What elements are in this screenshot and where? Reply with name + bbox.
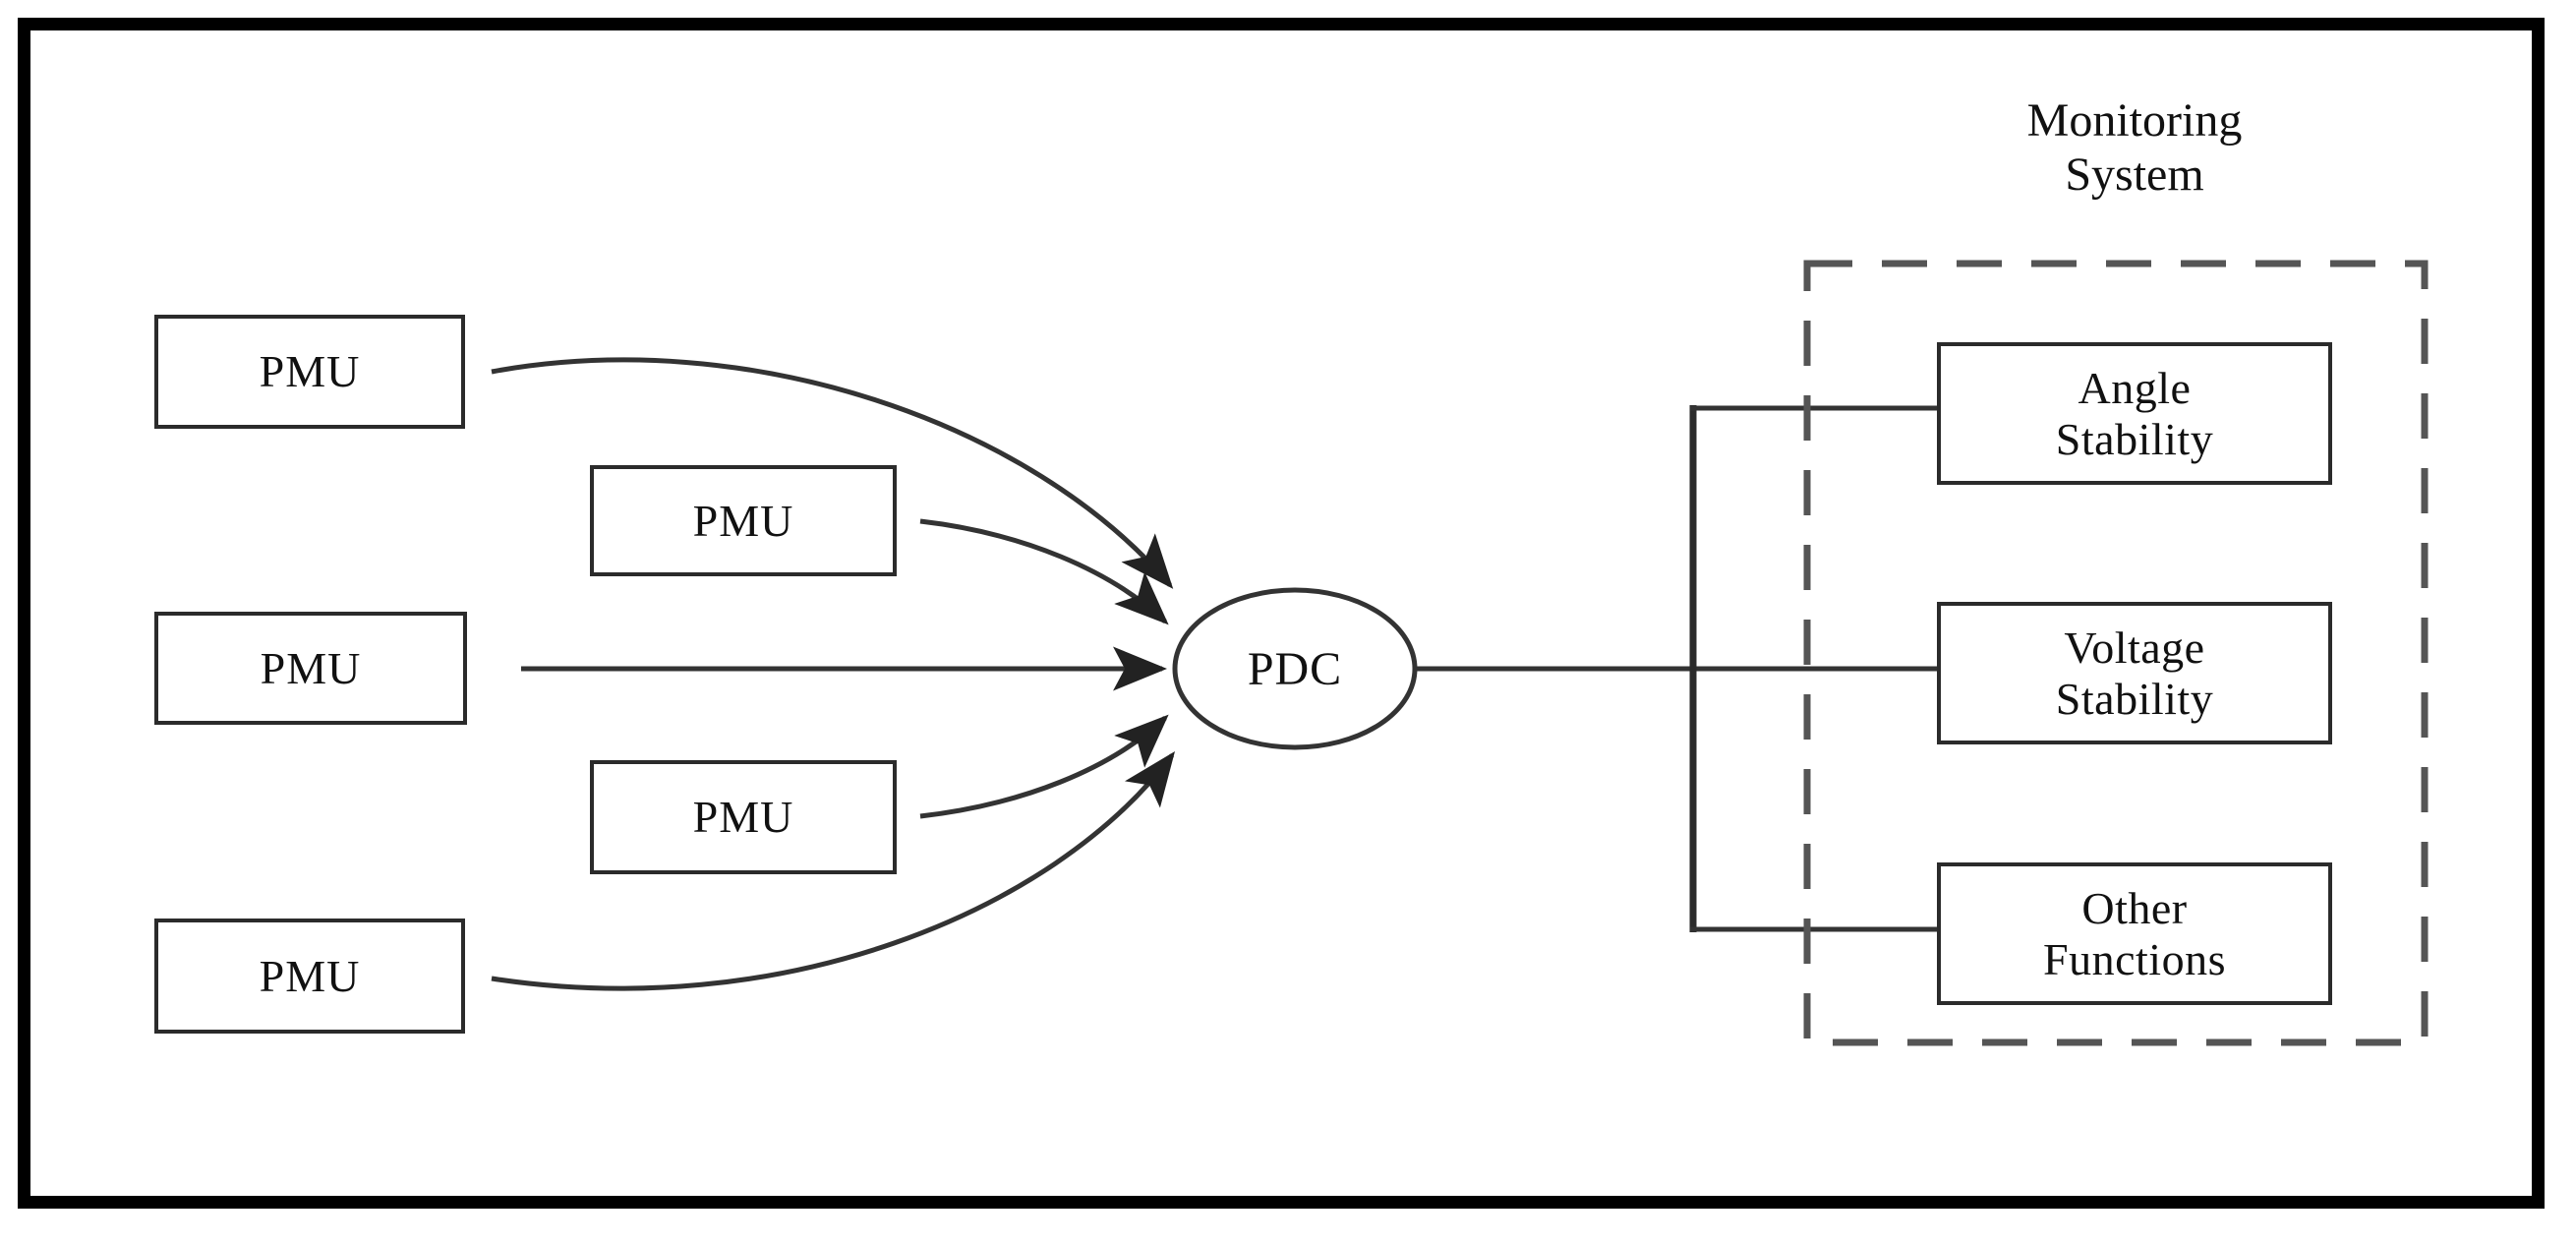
- function-node-3-line-2: Functions: [2043, 933, 2226, 984]
- pmu-node-4[interactable]: PMU: [590, 760, 897, 874]
- function-node-2-line-2: Stability: [2055, 673, 2214, 724]
- pmu-node-1[interactable]: PMU: [154, 315, 465, 429]
- function-node-other-functions[interactable]: Other Functions: [1937, 862, 2332, 1005]
- pmu-node-2[interactable]: PMU: [590, 465, 897, 576]
- function-node-2-line-1: Voltage: [2064, 622, 2205, 673]
- function-node-1-line-2: Stability: [2055, 413, 2214, 464]
- monitoring-system-title: Monitoring System: [1884, 94, 2385, 202]
- function-node-angle-stability[interactable]: Angle Stability: [1937, 342, 2332, 485]
- function-node-voltage-stability[interactable]: Voltage Stability: [1937, 602, 2332, 744]
- pdc-node-label: PDC: [1247, 642, 1343, 695]
- pmu-node-3[interactable]: PMU: [154, 612, 467, 725]
- monitoring-system-title-line-2: System: [2065, 148, 2204, 201]
- function-node-angle-stability-label: Angle Stability: [2056, 363, 2213, 464]
- pmu-node-2-label: PMU: [692, 495, 794, 546]
- edge-pmu1-to-pdc: [491, 357, 1174, 589]
- edge-pmu2-to-pdc: [919, 518, 1169, 625]
- pdc-node[interactable]: PDC: [1176, 612, 1414, 726]
- edge-pmu4-to-pdc: [919, 714, 1169, 819]
- pmu-node-1-label: PMU: [259, 346, 361, 397]
- monitoring-system-title-line-1: Monitoring: [2026, 94, 2243, 147]
- function-node-voltage-stability-label: Voltage Stability: [2056, 622, 2213, 724]
- monitoring-system-boundary: [1803, 260, 2429, 1046]
- pmu-node-3-label: PMU: [260, 642, 362, 693]
- pmu-node-5-label: PMU: [259, 950, 361, 1001]
- function-node-3-line-1: Other: [2081, 882, 2188, 933]
- pmu-node-5[interactable]: PMU: [154, 919, 465, 1034]
- edge-pmu5-to-pdc: [491, 751, 1176, 991]
- pmu-node-4-label: PMU: [692, 792, 794, 843]
- function-node-other-functions-label: Other Functions: [2043, 883, 2226, 984]
- function-node-1-line-1: Angle: [2078, 362, 2192, 413]
